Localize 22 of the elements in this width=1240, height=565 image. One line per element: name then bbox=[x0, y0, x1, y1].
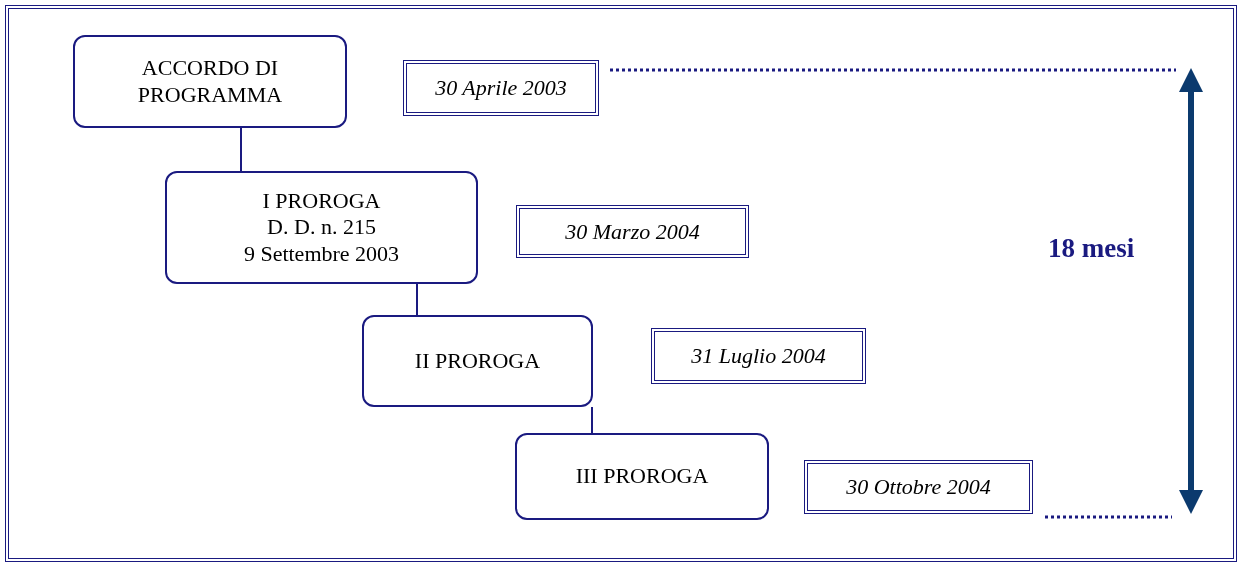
date-text: 30 Ottobre 2004 bbox=[846, 474, 991, 500]
date-box bbox=[804, 460, 1033, 514]
process-box bbox=[515, 433, 769, 520]
date-text: 30 Aprile 2003 bbox=[435, 75, 567, 101]
duration-label: 18 mesi bbox=[1048, 233, 1135, 264]
box-text: II PROROGA bbox=[414, 347, 541, 375]
date-text: 31 Luglio 2004 bbox=[691, 343, 826, 369]
connector-line bbox=[240, 127, 242, 172]
box-text: I PROROGA bbox=[262, 187, 381, 215]
box-text: III PROROGA bbox=[575, 463, 709, 490]
box-text: ACCORDO DI PROGRAMMA bbox=[136, 55, 284, 108]
date-box bbox=[516, 205, 749, 258]
date-text: 30 Marzo 2004 bbox=[565, 218, 700, 245]
process-box bbox=[165, 171, 478, 284]
date-box bbox=[403, 60, 599, 116]
process-box bbox=[73, 35, 347, 128]
date-box bbox=[651, 328, 866, 384]
connector-line bbox=[591, 406, 593, 434]
connector-line bbox=[416, 283, 418, 316]
process-box bbox=[362, 315, 593, 407]
box-text: D. D. n. 215 bbox=[267, 214, 376, 241]
box-text: 9 Settembre 2003 bbox=[243, 240, 400, 268]
